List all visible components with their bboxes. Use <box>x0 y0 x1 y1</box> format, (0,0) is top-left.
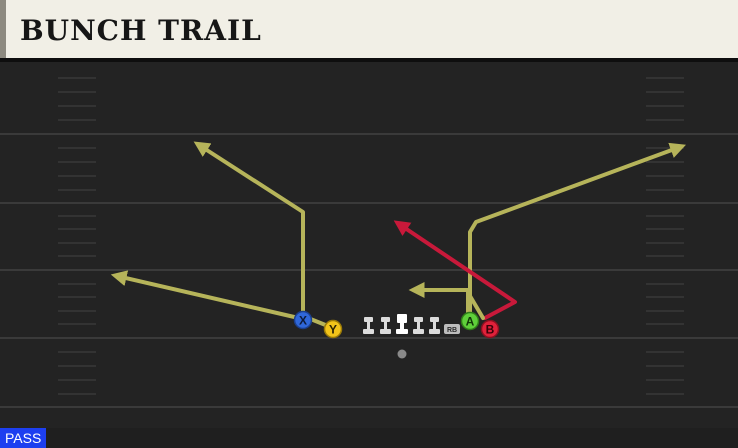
trail-route <box>468 142 687 322</box>
offensive-line: RB <box>363 314 460 334</box>
yard-lines <box>0 133 738 408</box>
routes <box>110 141 687 330</box>
field-surface <box>0 62 738 428</box>
offensive-lineman-icon <box>413 317 424 334</box>
play-diagram-field: RB X Y A B <box>0 62 738 428</box>
svg-text:Y: Y <box>329 323 337 337</box>
hot-route <box>393 220 517 320</box>
a-button-icon: A <box>460 311 480 331</box>
y-route <box>193 141 335 330</box>
play-title: BUNCH TRAIL <box>20 14 262 47</box>
offensive-lineman-icon <box>363 317 374 334</box>
running-back-icon: RB <box>444 324 460 334</box>
svg-text:B: B <box>486 323 495 337</box>
center-icon <box>396 314 408 334</box>
svg-text:RB: RB <box>447 327 457 334</box>
banner-shadow <box>0 58 738 64</box>
hash-marks-left <box>58 77 96 395</box>
svg-text:X: X <box>299 314 307 328</box>
x-route <box>110 270 305 321</box>
offensive-lineman-icon <box>380 317 391 334</box>
offensive-lineman-icon <box>429 317 440 334</box>
quarterback-dot-icon <box>397 349 407 359</box>
play-type-tag: PASS <box>0 428 47 448</box>
y-button-icon: Y <box>323 319 343 339</box>
svg-text:A: A <box>466 315 475 329</box>
route-stem <box>468 294 485 320</box>
play-title-banner: BUNCH TRAIL <box>0 0 738 62</box>
b-button-icon: B <box>480 319 500 339</box>
x-button-icon: X <box>293 310 313 330</box>
